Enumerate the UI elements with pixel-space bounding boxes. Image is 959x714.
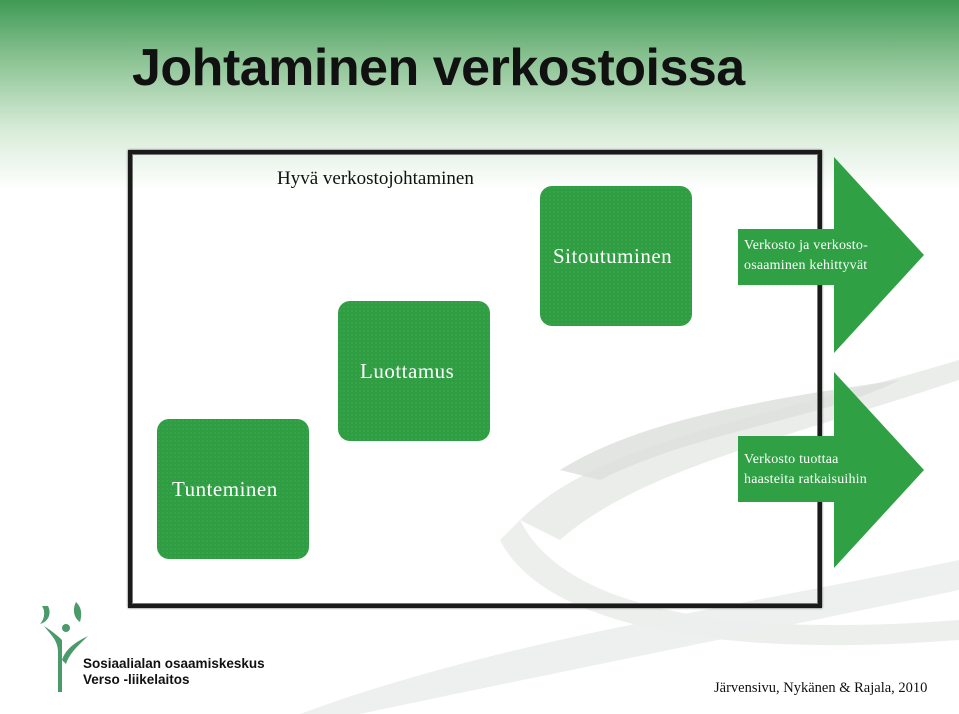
arrow-bottom-line1: Verkosto tuottaa	[744, 452, 839, 467]
diagram-subtitle: Hyvä verkostojohtaminen	[277, 168, 474, 189]
arrow-top-line2: osaaminen kehittyvät	[744, 258, 868, 273]
org-name: Sosiaalialan osaamiskeskus Verso -liikel…	[83, 656, 265, 688]
arrow-top-line1: Verkosto ja verkosto-	[744, 238, 868, 253]
box-sitoutuminen	[540, 186, 692, 326]
arrow-bottom-line2: haasteita ratkaisuihin	[744, 472, 867, 487]
arrow-bottom-text: Verkosto tuottaa haasteita ratkaisuihin	[744, 450, 867, 490]
box-tunteminen	[157, 419, 309, 559]
org-line1: Sosiaalialan osaamiskeskus	[83, 656, 265, 671]
page-title: Johtaminen verkostoissa	[132, 39, 745, 97]
arrow-top-text: Verkosto ja verkosto- osaaminen kehittyv…	[744, 236, 868, 276]
box-luottamus	[338, 301, 490, 441]
arrow-top	[738, 157, 924, 353]
source-credit: Järvensivu, Nykänen & Rajala, 2010	[714, 680, 928, 696]
verso-logo-icon	[40, 602, 88, 692]
arrow-bottom	[738, 372, 924, 568]
diagram-frame	[128, 150, 822, 608]
box-sitoutuminen-label: Sitoutuminen	[553, 244, 673, 268]
org-line2: Verso -liikelaitos	[83, 672, 190, 687]
box-tunteminen-label: Tunteminen	[172, 477, 278, 501]
box-luottamus-label: Luottamus	[360, 359, 455, 383]
